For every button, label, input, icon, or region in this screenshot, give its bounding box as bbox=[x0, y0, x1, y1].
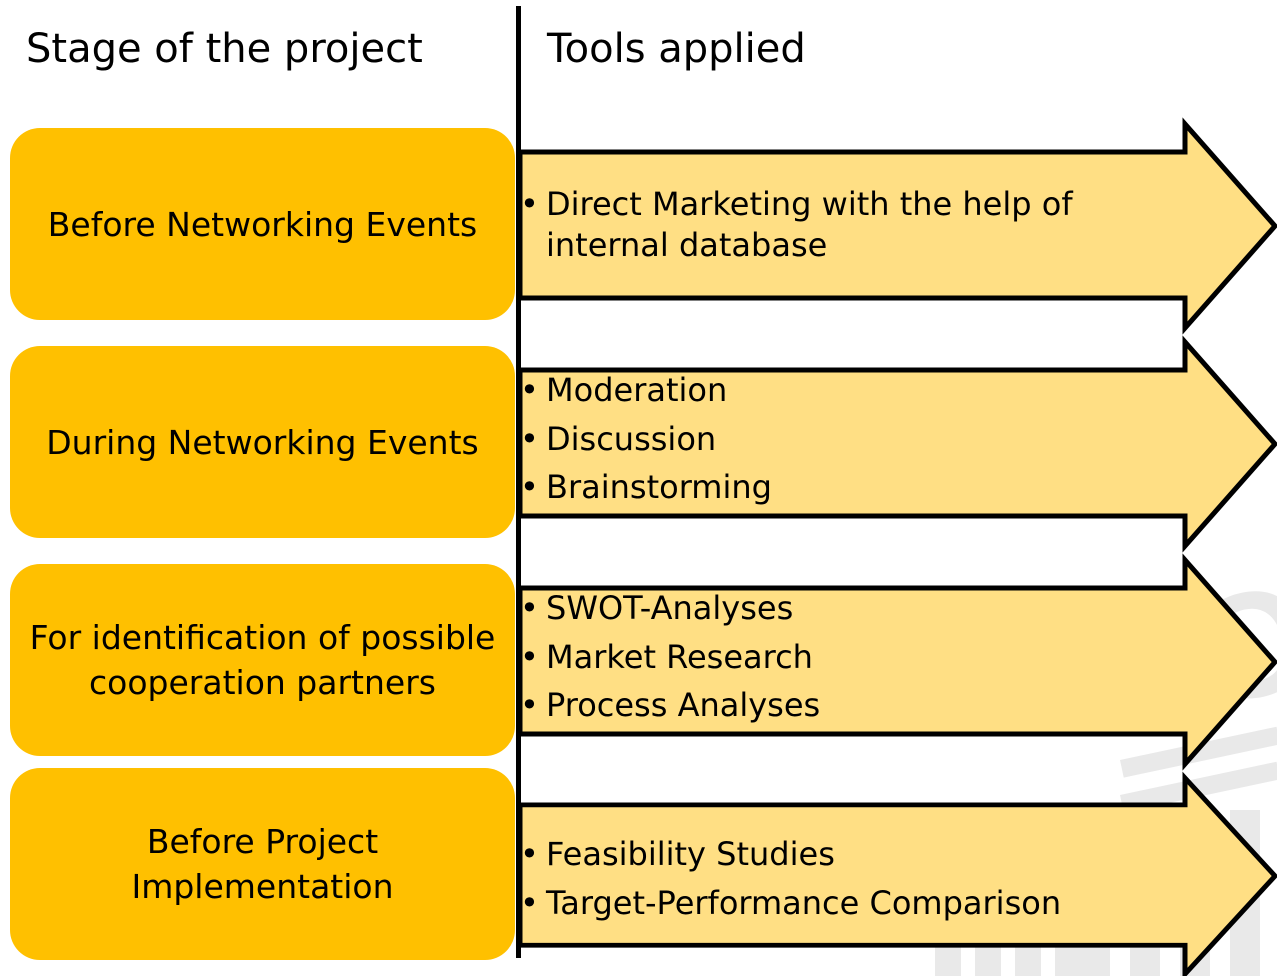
tools-arrow-identification: •SWOT-Analyses •Market Research •Process… bbox=[517, 553, 1277, 771]
stage-box-before-implementation: Before Project Implementation bbox=[10, 768, 515, 960]
stage-box-during-networking: During Networking Events bbox=[10, 346, 515, 538]
tools-arrow-before-implementation: •Feasibility Studies •Target-Performance… bbox=[517, 771, 1277, 976]
tool-item: •SWOT-Analyses bbox=[520, 589, 794, 627]
stage-column-header: Stage of the project bbox=[26, 26, 423, 72]
tools-list: •Direct Marketing with the help of inter… bbox=[520, 184, 1166, 266]
tool-item: •Moderation bbox=[520, 371, 728, 409]
tools-arrow-before-networking: •Direct Marketing with the help of inter… bbox=[517, 117, 1277, 335]
tools-list: •SWOT-Analyses •Market Research •Process… bbox=[520, 584, 820, 730]
tool-item: •Brainstorming bbox=[520, 468, 772, 506]
tools-column-header: Tools applied bbox=[547, 26, 806, 72]
tool-item: •Feasibility Studies bbox=[520, 835, 835, 873]
tool-item: •Process Analyses bbox=[520, 686, 821, 724]
stage-box-before-networking: Before Networking Events bbox=[10, 128, 515, 320]
tool-item: •Market Research bbox=[520, 637, 813, 676]
tools-list: •Moderation •Discussion •Brainstorming bbox=[520, 366, 772, 512]
stage-box-identification: For identification of possible cooperati… bbox=[10, 564, 515, 756]
tools-arrow-during-networking: •Moderation •Discussion •Brainstorming bbox=[517, 335, 1277, 553]
tool-item: •Direct Marketing with the help of inter… bbox=[520, 185, 1073, 264]
tool-item: •Discussion bbox=[520, 419, 717, 458]
tool-item: •Target-Performance Comparison bbox=[520, 883, 1062, 922]
tools-list: •Feasibility Studies •Target-Performance… bbox=[520, 830, 1061, 927]
